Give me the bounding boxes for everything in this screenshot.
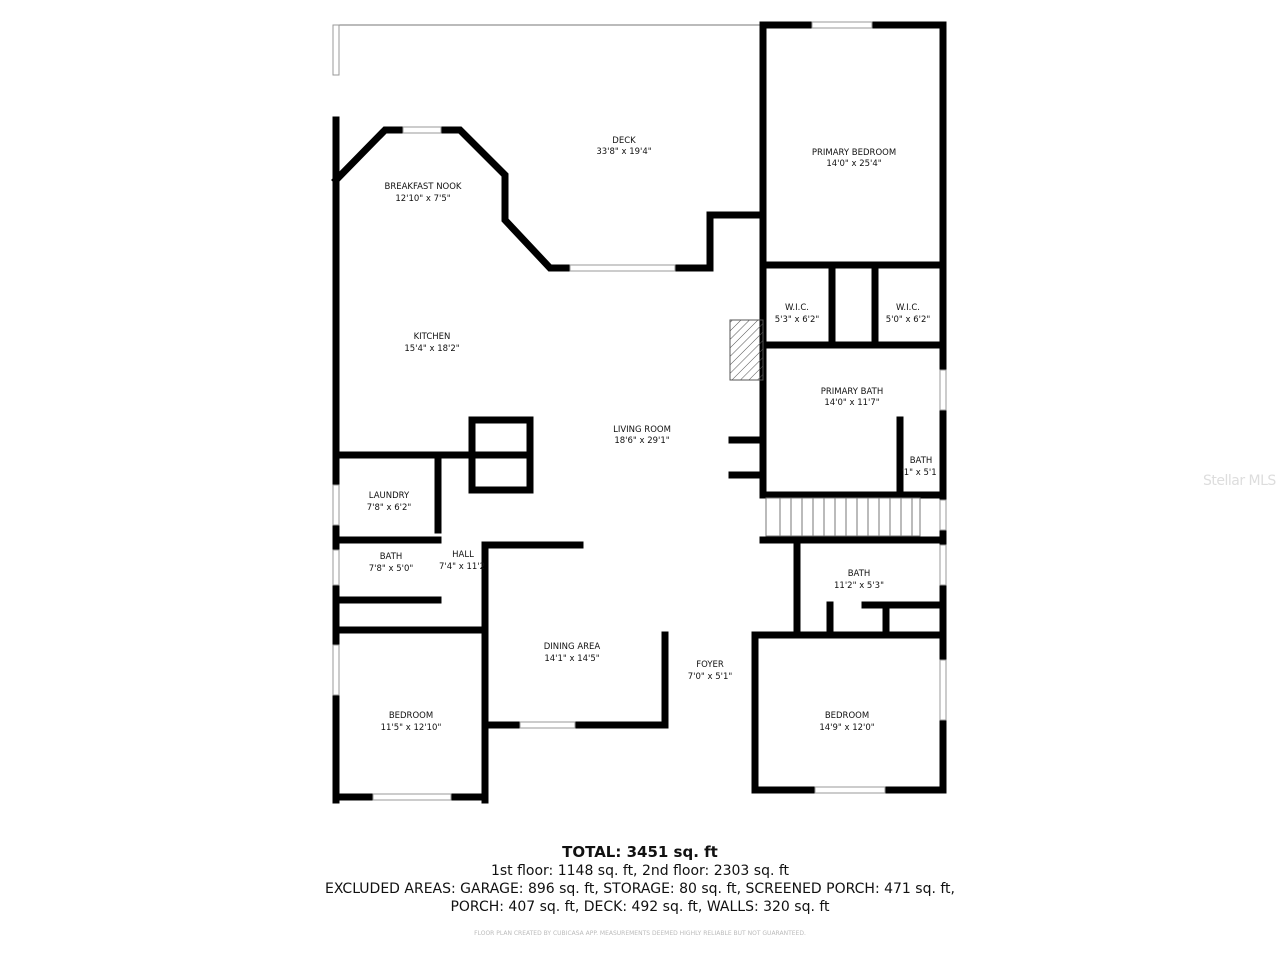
room-size-wic-2: 5'0" x 6'2" <box>886 315 931 325</box>
room-name-wic-1: W.I.C. <box>785 303 809 313</box>
room-name-wic-2: W.I.C. <box>896 303 920 313</box>
floor-areas: 1st floor: 1148 sq. ft, 2nd floor: 2303 … <box>490 863 790 879</box>
room-name-bath-left: BATH <box>380 552 403 562</box>
staircase <box>765 497 921 537</box>
room-name-deck: DECK <box>612 136 636 146</box>
room-size-primary-bedroom: 14'0" x 25'4" <box>826 159 881 169</box>
windows <box>332 21 947 801</box>
room-size-bath-right: 11'2" x 5'3" <box>834 581 884 591</box>
walls <box>331 21 947 804</box>
room-name-kitchen: KITCHEN <box>414 332 451 342</box>
room-name-laundry: LAUNDRY <box>369 491 410 501</box>
room-size-primary-bath: 14'0" x 11'7" <box>824 398 879 408</box>
deck-outline <box>332 24 763 171</box>
room-name-breakfast-nook: BREAKFAST NOOK <box>384 182 461 192</box>
room-size-bedroom-right: 14'9" x 12'0" <box>819 723 874 733</box>
room-size-foyer: 7'0" x 5'1" <box>688 672 733 682</box>
room-name-living-room: LIVING ROOM <box>613 425 671 435</box>
room-size-hall: 7'4" x 11'2 <box>439 562 485 572</box>
room-size-breakfast-nook: 12'10" x 7'5" <box>395 194 450 204</box>
excluded-areas-line-2: PORCH: 407 sq. ft, DECK: 492 sq. ft, WAL… <box>450 899 830 915</box>
room-name-hall: HALL <box>452 550 474 560</box>
watermark: Stellar MLS <box>1203 473 1276 489</box>
room-size-living-room: 18'6" x 29'1" <box>614 436 669 446</box>
fireplace <box>729 319 764 381</box>
room-name-primary-bedroom: PRIMARY BEDROOM <box>812 148 896 158</box>
room-size-bath-small: '1" x 5'1 <box>901 468 936 478</box>
room-size-bath-left: 7'8" x 5'0" <box>369 564 414 574</box>
room-name-primary-bath: PRIMARY BATH <box>821 387 884 397</box>
room-name-bath-right: BATH <box>848 569 871 579</box>
excluded-areas-line-1: EXCLUDED AREAS: GARAGE: 896 sq. ft, STOR… <box>325 881 955 897</box>
room-name-bedroom-right: BEDROOM <box>825 711 869 721</box>
room-name-bedroom-left: BEDROOM <box>389 711 433 721</box>
room-name-bath-small: BATH <box>910 456 933 466</box>
room-labels: DECK 33'8" x 19'4" PRIMARY BEDROOM 14'0"… <box>367 136 937 733</box>
room-size-dining-area: 14'1" x 14'5" <box>544 654 599 664</box>
room-size-bedroom-left: 11'5" x 12'10" <box>381 723 442 733</box>
room-name-dining-area: DINING AREA <box>544 642 601 652</box>
room-size-kitchen: 15'4" x 18'2" <box>404 344 459 354</box>
total-area: TOTAL: 3451 sq. ft <box>562 843 718 861</box>
room-name-foyer: FOYER <box>696 660 724 670</box>
credit-note: FLOOR PLAN CREATED BY CUBICASA APP. MEAS… <box>474 930 806 937</box>
room-size-laundry: 7'8" x 6'2" <box>367 503 412 513</box>
room-size-deck: 33'8" x 19'4" <box>596 147 651 157</box>
room-size-wic-1: 5'3" x 6'2" <box>775 315 820 325</box>
